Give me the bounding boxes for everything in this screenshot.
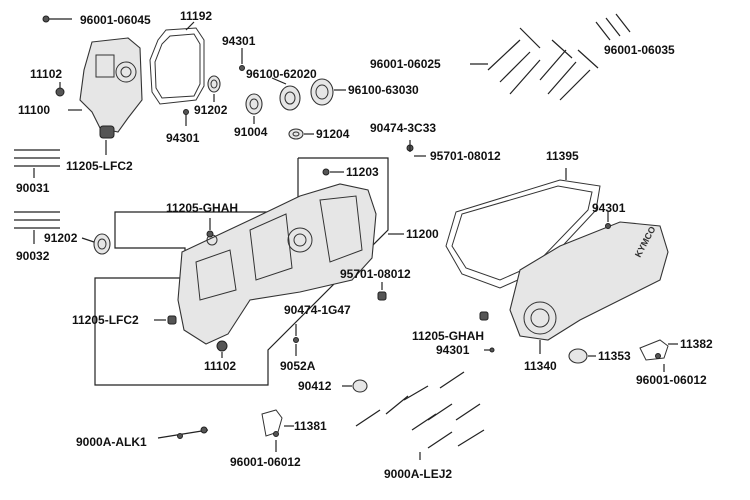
label-91202: 91202 [194,103,228,117]
label-90412: 90412 [298,379,332,393]
label-96001-06012: 96001-06012 [230,455,301,469]
label-11353: 11353 [598,349,631,363]
label-11381: 11381 [294,419,327,433]
label-96001-06035: 96001-06035 [604,43,675,57]
label-11203: 11203 [346,165,379,179]
label-11102: 11102 [204,359,236,373]
label-96001-06045: 96001-06045 [80,13,151,27]
oil-seal-91202-lower [93,233,111,255]
label-95701-08012: 95701-08012 [430,149,501,163]
label-95701-08012: 95701-08012 [340,267,411,281]
label-11340: 11340 [524,359,557,373]
gasket-11192 [149,27,205,105]
label-90474-1g47: 90474-1G47 [284,303,351,317]
label-9052a: 9052A [280,359,316,373]
label-90474-3c33: 90474-3C33 [370,121,436,135]
stud-set-90032 [14,211,60,229]
bolt-kit-9000a-lej2 [355,371,485,449]
label-11382: 11382 [680,337,713,351]
oil-seal-91204 [288,128,304,140]
crankcase-group-outline [94,157,389,386]
transmission-cover-11340: KYMCO [509,221,669,341]
label-11200: 11200 [406,227,439,241]
right-crankcase-half-11200 [177,183,377,352]
label-91004: 91004 [234,125,268,139]
label-94301: 94301 [166,131,200,145]
label-96100-62020: 96100-62020 [246,67,317,81]
label-11192: 11192 [180,9,212,23]
stud-set-90031 [14,149,60,167]
label-96100-63030: 96100-63030 [348,83,419,97]
label-90032: 90032 [16,249,50,263]
bracket-11382 [639,339,669,361]
bearing-91004 [245,93,263,115]
label-96001-06012: 96001-06012 [636,373,707,387]
label-11205-lfc2: 11205-LFC2 [72,313,139,327]
label-94301: 94301 [222,34,256,48]
bolt-set-96001-06035 [595,13,631,41]
label-94301: 94301 [436,343,470,357]
oil-seal-91202-upper [207,75,221,93]
label-11205-lfc2: 11205-LFC2 [66,159,133,173]
label-11100: 11100 [18,103,50,117]
bolt-96001-06045 [42,15,72,23]
bolt-set-96001-06025 [470,27,599,101]
label-90031: 90031 [16,181,50,195]
label-91202: 91202 [44,231,78,245]
bracket-11381 [261,409,283,437]
label-11205-ghah: 11205-GHAH [412,329,484,343]
bearing-96100-62020 [279,85,301,111]
label-96001-06025: 96001-06025 [370,57,441,71]
left-crankcase-half-11100 [55,37,143,139]
label-94301: 94301 [592,201,626,215]
label-11395: 11395 [546,149,579,163]
label-9000a-lej2: 9000A-LEJ2 [384,467,452,481]
label-11205-ghah: 11205-GHAH [166,201,238,215]
bearing-96100-63030 [310,78,334,106]
bolt-90412 [352,379,368,393]
label-11102: 11102 [30,67,62,81]
bolt-kit-9000a-alk1 [157,426,209,439]
label-91204: 91204 [316,127,350,141]
cap-11353 [568,348,588,364]
label-9000a-alk1: 9000A-ALK1 [76,435,147,449]
